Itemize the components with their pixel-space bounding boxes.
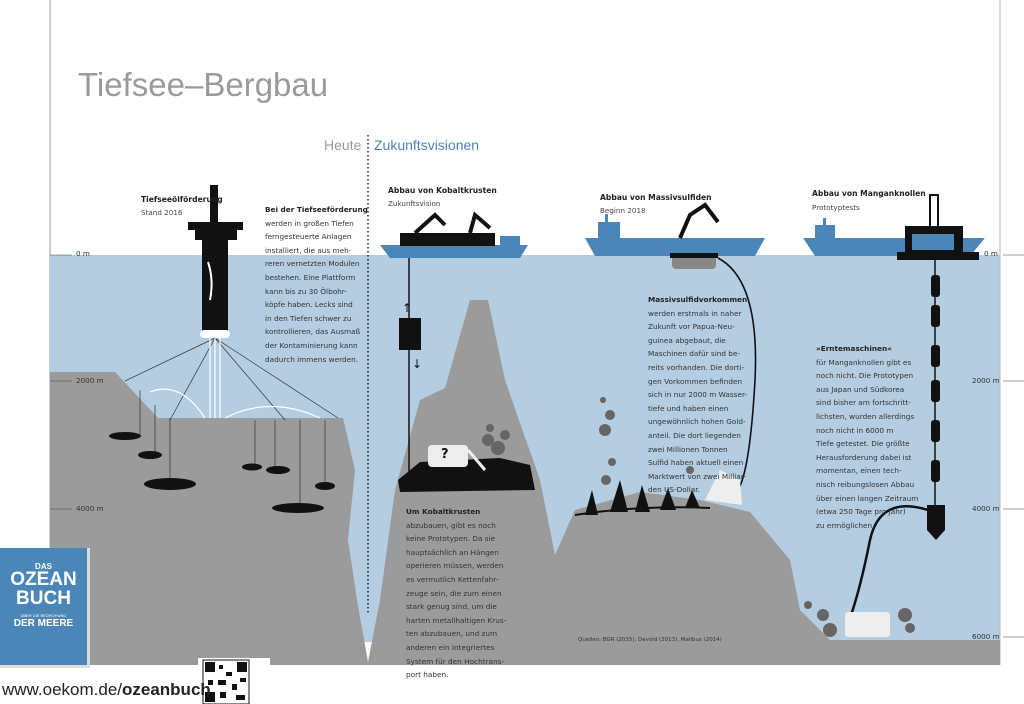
sulfide-ship <box>574 202 765 516</box>
oil-lead: Bei der Tiefseeförderung <box>265 205 368 214</box>
cobalt-body: abzubauen, gibt es noch keine Prototypen… <box>406 520 507 680</box>
page-title: Tiefsee–Bergbau <box>78 66 329 103</box>
oil-body: werden in großen Tiefen ferngesteuerte A… <box>265 218 361 364</box>
book-url-link[interactable]: www.oekom.de/ozeanbuch <box>2 680 211 700</box>
depth-label-left-4000: 4000 m <box>76 504 104 513</box>
cobalt-description: Um Kobaltkrusten abzubauen, gibt es noch … <box>406 505 506 682</box>
sulfide-lead: Massivsulfidvorkommen <box>648 295 748 304</box>
url-prefix: www.oekom.de/ <box>2 680 122 699</box>
depth-label-right-2000: 2000 m <box>972 376 1000 385</box>
book-title-1: OZEAN <box>10 569 77 590</box>
sulfide-body: werden erstmals in naher Zukunft vor Pap… <box>648 308 748 495</box>
book-subtitle: ÜBER DIE BEDROHUNG <box>20 613 67 618</box>
depth-label-left-0: 0 m <box>76 249 90 258</box>
depth-label-right-4000: 4000 m <box>972 504 1000 513</box>
depth-label-right-0: 0 m <box>984 249 998 258</box>
sulfide-subheading: Beginn 2018 <box>600 206 646 215</box>
url-bold: ozeanbuch <box>122 680 211 699</box>
manganese-lead: »Erntemaschinen« <box>816 344 892 353</box>
sulfide-heading: Abbau von Massivsulfiden <box>600 193 712 202</box>
book-title-2: BUCH <box>16 588 71 609</box>
manganese-description: »Erntemaschinen« für Manganknollen gibt e… <box>816 342 918 532</box>
book-title-das: DAS <box>35 562 52 571</box>
timeline-today-label: Heute <box>324 137 362 153</box>
cobalt-heading: Abbau von Kobaltkrusten <box>388 186 497 195</box>
manganese-heading: Abbau von Manganknollen <box>812 189 926 198</box>
qr-code <box>202 659 250 704</box>
oil-platform <box>109 185 339 513</box>
book-title-3: DER MEERE <box>13 618 74 629</box>
oil-description: Bei der Tiefseeförderung werden in großen… <box>265 203 368 366</box>
sulfide-description: Massivsulfidvorkommen werden erstmals in … <box>648 293 747 497</box>
book-cover[interactable]: DAS OZEAN BUCH ÜBER DIE BEDROHUNG DER ME… <box>0 548 90 668</box>
manganese-ship <box>803 194 985 637</box>
svg-text:↑: ↑ <box>402 301 412 315</box>
manganese-subheading: Prototyptests <box>812 203 860 212</box>
depth-label-right-6000: 6000 m <box>972 632 1000 641</box>
svg-text:↓: ↓ <box>412 357 422 371</box>
cobalt-lead: Um Kobaltkrusten <box>406 507 481 516</box>
depth-ticks <box>50 254 1024 638</box>
manganese-body: für Manganknollen gibt es noch nicht. Di… <box>816 357 919 530</box>
oil-subheading: Stand 2016 <box>141 208 183 217</box>
cobalt-subheading: Zukunftsvision <box>388 199 441 208</box>
timeline-future-label: Zukunftsvisionen <box>374 137 480 153</box>
depth-label-left-2000: 2000 m <box>76 376 104 385</box>
oil-heading: Tiefseeölförderung <box>141 195 223 204</box>
unknown-machine-mark: ? <box>441 447 449 462</box>
cobalt-ship: ↑↓ <box>380 211 535 492</box>
sources: Quellen: BGR (2015), Devold (2013), Mall… <box>578 637 722 643</box>
